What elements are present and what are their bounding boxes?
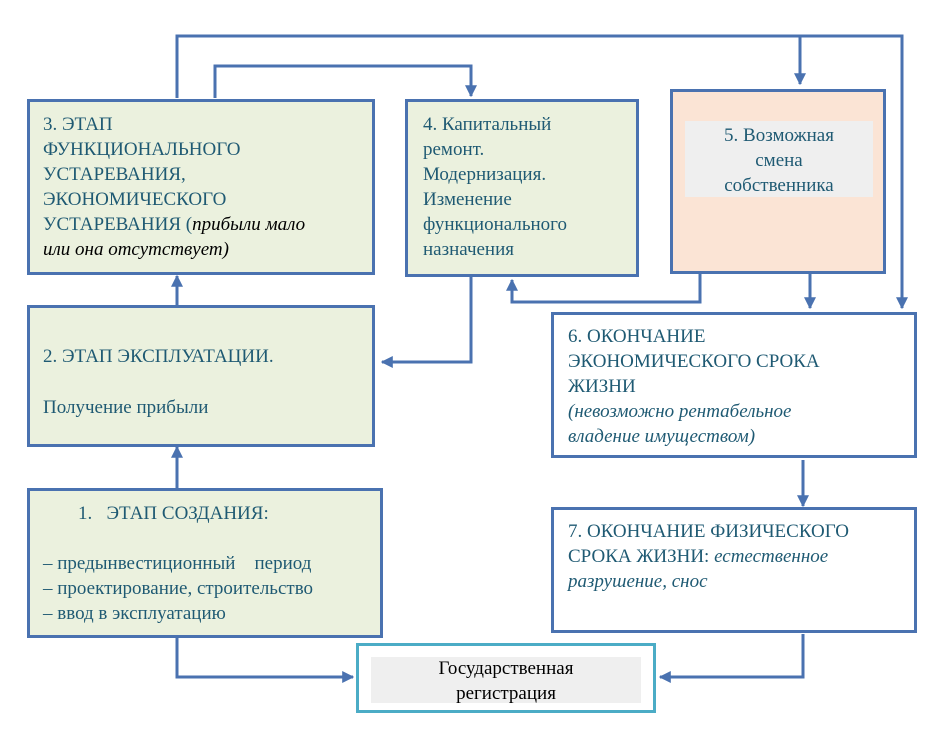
stage-7-note: естественное [714,546,829,567]
stage-3-note-cont: или она отсутствует) [43,239,229,260]
stage-3-note: прибыли мало [192,214,306,235]
stage-6-box: 6. ОКОНЧАНИЕ ЭКОНОМИЧЕСКОГО СРОКА ЖИЗНИ … [551,312,917,458]
stage-6-line: ЖИЗНИ [568,376,636,397]
stage-4-line: Модернизация. [423,164,547,185]
stage-7-prefix: СРОКА ЖИЗНИ: [568,546,715,567]
arrow-4-to-2 [380,276,473,368]
stage-3-prefix: УСТАРЕВАНИЯ ( [43,214,193,235]
stage-3-box: 3. ЭТАП ФУНКЦИОНАЛЬНОГО УСТАРЕВАНИЯ, ЭКО… [27,99,375,275]
stage-7-box: 7. ОКОНЧАНИЕ ФИЗИЧЕСКОГО СРОКА ЖИЗНИ: ес… [551,507,917,633]
stage-3-line-last: УСТАРЕВАНИЯ (прибыли мало [43,212,373,237]
arrow-5-to-4 [506,272,702,304]
stage-6-line: 6. ОКОНЧАНИЕ [568,326,706,347]
stage-5-box: 5. Возможная смена собственника [670,89,886,274]
stage-6-note: (невозможно рентабельное [568,401,792,422]
registration-line: регистрация [456,683,556,704]
stage-7-line: СРОКА ЖИЗНИ: естественное [568,544,913,569]
stage-5-line: собственника [724,175,834,196]
registration-label-bg [371,657,641,703]
registration-text: Государственная регистрация [371,656,641,706]
arrow-3-to-4 [213,64,477,98]
stage-3-line: ФУНКЦИОНАЛЬНОГО [43,139,241,160]
stage-7-text: 7. ОКОНЧАНИЕ ФИЗИЧЕСКОГО СРОКА ЖИЗНИ: ес… [568,519,913,594]
stage-1-item: – предынвестиционный период [43,553,312,574]
stage-4-line: 4. Капитальный [423,114,552,135]
stage-3-text: 3. ЭТАП ФУНКЦИОНАЛЬНОГО УСТАРЕВАНИЯ, ЭКО… [43,112,373,262]
stage-3-line: УСТАРЕВАНИЯ, [43,164,186,185]
arrow-3-to-5-and-6 [175,34,908,310]
stage-7-note-cont: разрушение, снос [568,571,708,592]
stage-2-subtitle: Получение прибыли [43,397,209,418]
stage-1-box: 1. ЭТАП СОЗДАНИЯ: – предынвестиционный п… [27,488,383,638]
stage-5-label-bg [685,121,873,197]
arrow-7-to-registration [658,634,805,683]
stage-6-note: владение имуществом) [568,426,756,447]
stage-2-box: 2. ЭТАП ЭКСПЛУАТАЦИИ. Получение прибыли [27,305,375,447]
stage-4-line: Изменение [423,189,512,210]
stage-7-line: 7. ОКОНЧАНИЕ ФИЗИЧЕСКОГО [568,521,849,542]
registration-box: Государственная регистрация [356,643,656,713]
stage-4-box: 4. Капитальный ремонт. Модернизация. Изм… [405,99,639,277]
stage-5-line: смена [755,150,803,171]
stage-2-title: 2. ЭТАП ЭКСПЛУАТАЦИИ. [43,346,274,367]
stage-5-text: 5. Возможная смена собственника [685,123,873,198]
stage-1-items: – предынвестиционный период – проектиров… [43,551,379,626]
stage-4-line: ремонт. [423,139,485,160]
stage-4-line: функционального [423,214,567,235]
stage-6-text: 6. ОКОНЧАНИЕ ЭКОНОМИЧЕСКОГО СРОКА ЖИЗНИ … [568,324,913,449]
stage-1-item: – ввод в эксплуатацию [43,603,226,624]
stage-1-item: – проектирование, строительство [43,578,314,599]
stage-1-title: 1. ЭТАП СОЗДАНИЯ: [78,503,269,524]
arrow-1-to-registration [175,638,355,683]
stage-3-line: 3. ЭТАП [43,114,113,135]
stage-4-line: назначения [423,239,515,260]
stage-3-line: ЭКОНОМИЧЕСКОГО [43,189,227,210]
stage-5-line: 5. Возможная [724,125,834,146]
stage-6-line: ЭКОНОМИЧЕСКОГО СРОКА [568,351,820,372]
stage-4-text: 4. Капитальный ремонт. Модернизация. Изм… [423,112,637,262]
registration-line: Государственная [438,658,574,679]
